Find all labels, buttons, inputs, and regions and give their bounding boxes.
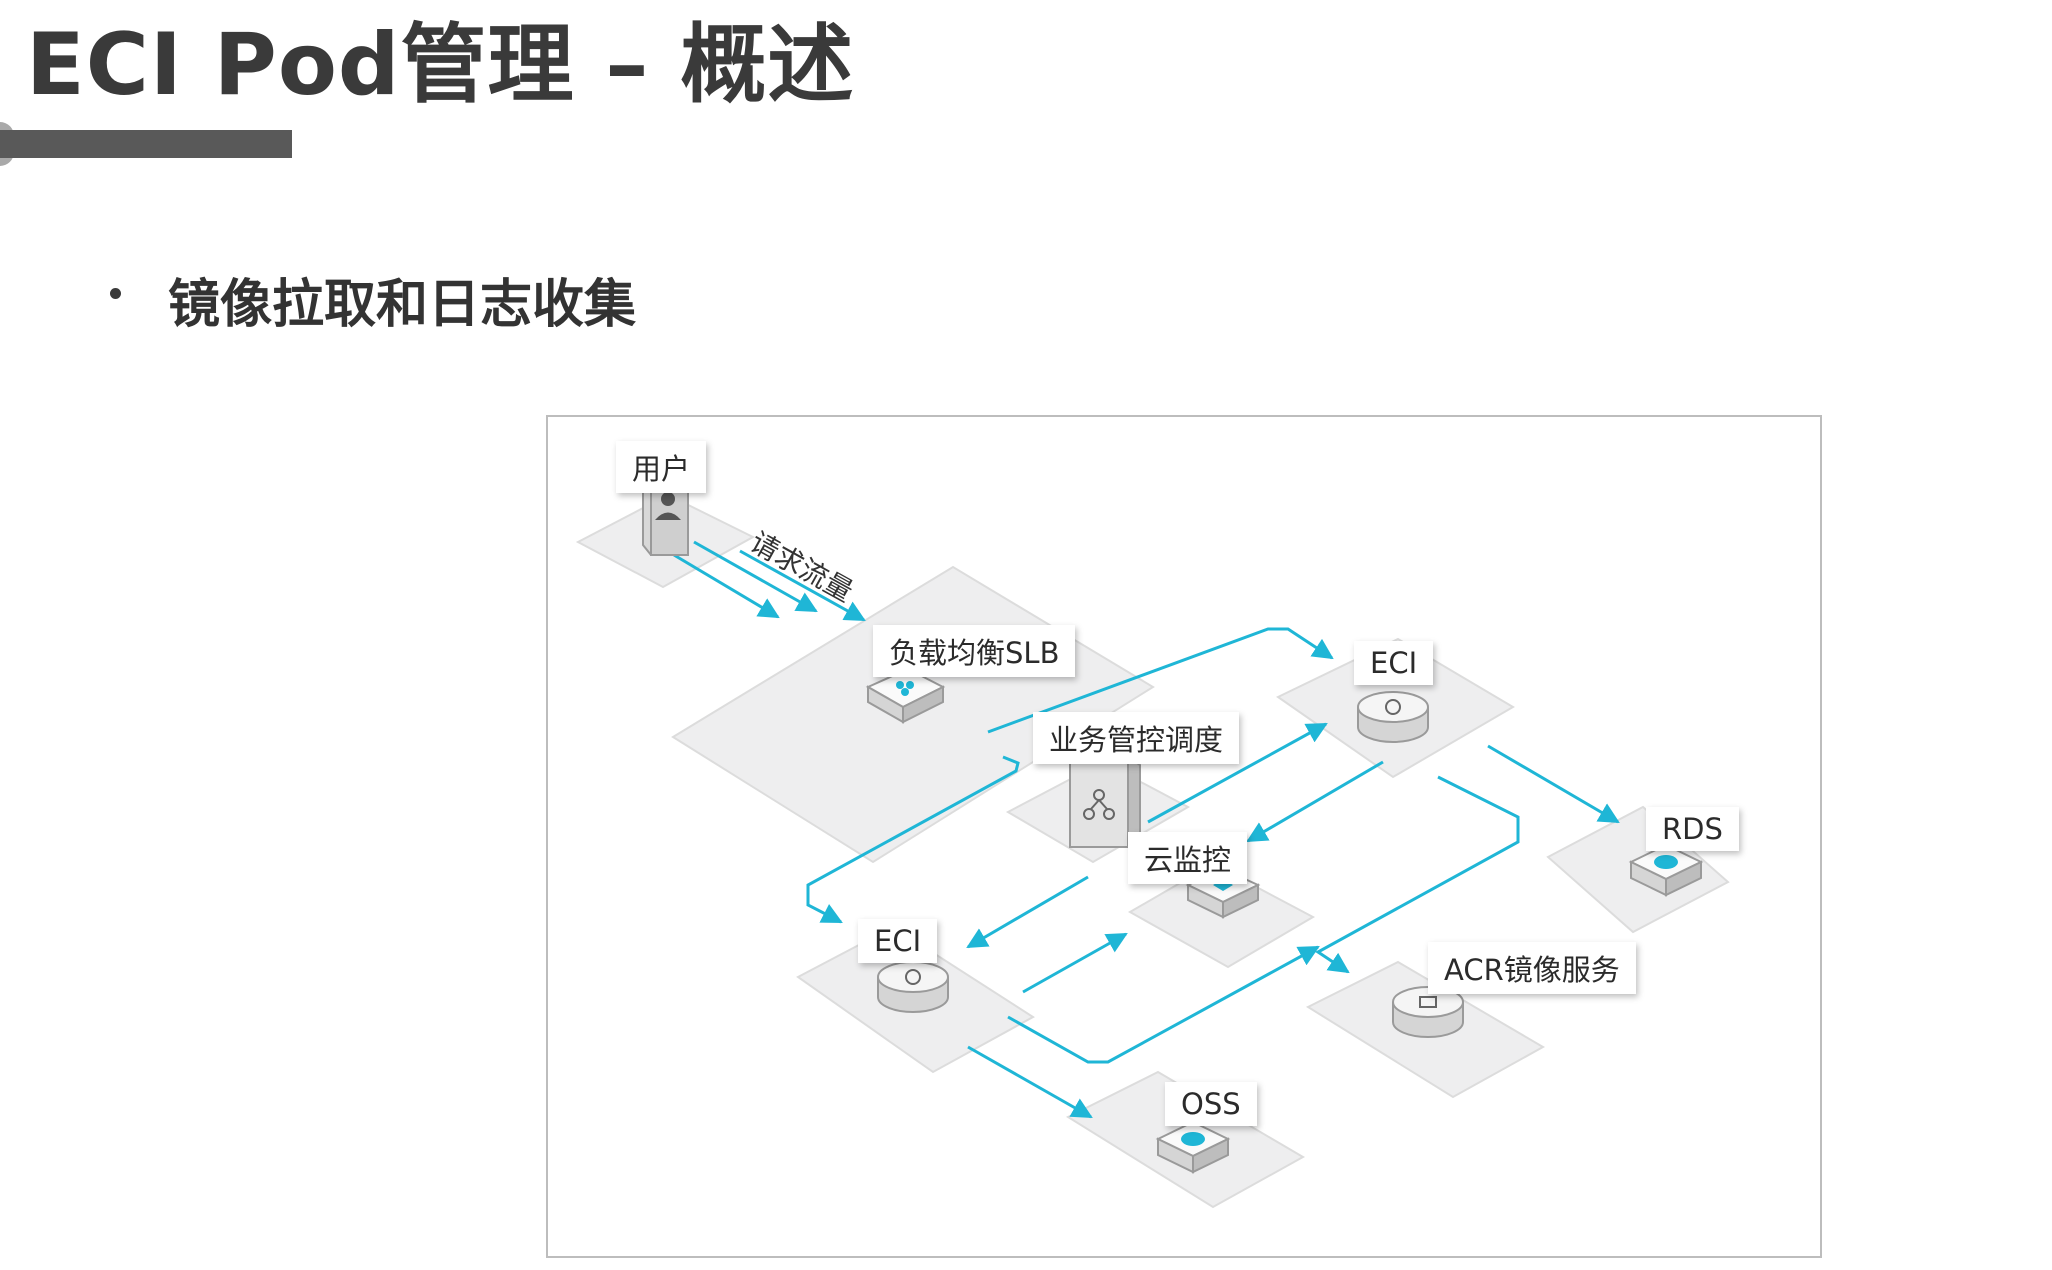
scheduler-to-eci-top-arrow [1147,722,1328,824]
label-eci-left: ECI [858,919,938,963]
acr-icon [1392,986,1464,1038]
eci-left-to-acr-arrow [1007,945,1320,1064]
scheduler-to-eci-left-arrow [966,875,1089,949]
eci-top-to-monitor-arrow [1246,760,1384,843]
flow-arrow-1 [673,553,780,619]
eci-left-icon [877,961,949,1013]
label-scheduler: 业务管控调度 [1033,712,1240,764]
slb-to-eci-left-arrow [806,755,1020,924]
bullet-text: 镜像拉取和日志收集 [168,275,637,335]
flow-arrow-2 [693,540,818,613]
slb-icon [865,667,946,724]
oss-icon [1155,1120,1231,1174]
label-user: 用户 [616,441,707,493]
label-eci-top: ECI [1354,641,1434,685]
slide-title: ECI Pod管理 – 概述 [26,15,855,115]
label-acr: ACR镜像服务 [1428,942,1636,994]
eci-top-icon [1357,691,1429,743]
bullet-dot [110,288,121,299]
label-slb: 负载均衡SLB [873,625,1076,677]
architecture-diagram: 请求流量 用户 负载均衡SLB 业务管控调度 ECI 云监控 RDS ECI A… [546,415,1822,1258]
label-oss: OSS [1165,1082,1257,1126]
eci-left-to-monitor-arrow [1022,932,1128,994]
eci-top-to-rds-arrow [1487,744,1620,824]
title-underline [0,130,292,158]
label-monitor: 云监控 [1128,832,1248,884]
rds-icon [1628,843,1704,897]
eci-left-to-oss-arrow [967,1045,1093,1119]
slb-to-eci-top-arrow [987,627,1334,734]
flow-arrow-3 [739,549,866,622]
eci-top-to-acr-arrow [1315,775,1520,974]
label-rds: RDS [1646,807,1739,851]
